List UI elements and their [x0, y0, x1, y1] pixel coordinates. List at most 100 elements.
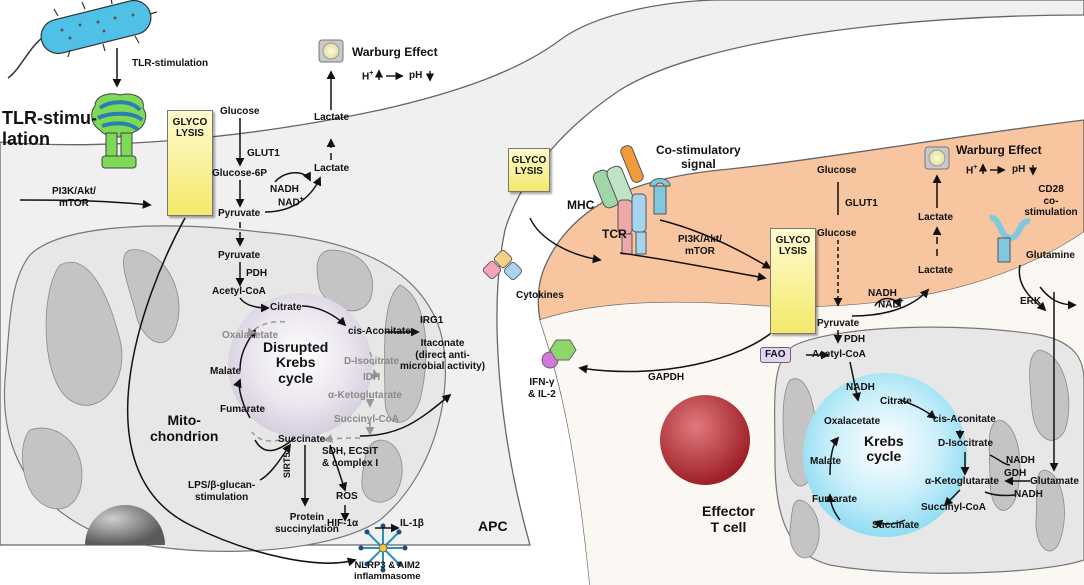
apc-ros-label: ROS	[336, 491, 358, 502]
tcell-pdh-label: PDH	[844, 334, 866, 345]
tcell-succinate-label: Succinate	[872, 520, 920, 531]
tlr-receptor-icon	[91, 93, 147, 169]
tcell-glut1-label: GLUT1	[845, 198, 878, 209]
tcell-nad-label: NAD+	[878, 298, 904, 311]
apc-glycolysis-label: GLYCO LYSIS	[172, 117, 208, 139]
tcell-acetyl-coa-label: Acetyl-CoA	[812, 349, 866, 360]
ifn-label: IFN-γ & IL-2	[528, 377, 556, 400]
tcell-arrows	[529, 174, 1077, 529]
tcell-ph-label: pH	[1012, 164, 1026, 175]
ifn-il2-icon	[541, 339, 577, 369]
inflammasome-icon	[358, 523, 408, 573]
tlr-stimulation-top-label: TLR-stimulation	[132, 58, 209, 69]
tcell-glycolysis-small-label: GLYCO LYSIS	[511, 155, 547, 177]
mhc-tcr-icon	[592, 165, 647, 255]
tcell-nad-sup: +	[899, 298, 904, 305]
apc-succinate-label: Succinate	[278, 434, 326, 445]
krebs-sphere	[803, 373, 967, 537]
apc-pi3k-text: PI3K/Akt/ mTOR	[52, 186, 96, 209]
apc-label: APC	[478, 518, 508, 534]
cytokines-label: Cytokines	[516, 290, 564, 301]
apc-lps-label: LPS/β-glucan- stimulation	[188, 480, 255, 503]
tcell-alpha-kg-label: α-Ketoglutarate	[925, 476, 999, 487]
tcell-glycolysis-main-box: GLYCO LYSIS	[770, 228, 816, 334]
tlr-stimulation-side-text: TLR-stimu- lation	[2, 108, 97, 149]
apc-h-plus-sup: +	[369, 70, 374, 77]
apc-fumarate-label: Fumarate	[220, 404, 266, 415]
tcell-nad-text: NAD	[878, 299, 900, 311]
disrupted-krebs-sphere	[228, 293, 372, 437]
apc-ph-label: pH	[409, 70, 423, 81]
mitochondrion-label: Mito- chondrion	[150, 412, 218, 444]
mitochondrion-text: Mito- chondrion	[150, 412, 219, 445]
tcell-oxalacetate-label: Oxalacetate	[824, 416, 881, 427]
apc-citrate-label: Citrate	[270, 302, 302, 313]
tcell-malate-label: Malate	[810, 456, 842, 467]
fao-badge: FAO	[760, 347, 791, 363]
apc-nad-sup: +	[299, 196, 304, 203]
costim-receptor-icon	[620, 145, 671, 215]
tcell-cis-aconitate-label: cis-Aconitate	[933, 414, 996, 425]
disrupted-krebs-label: Disrupted Krebs cycle	[263, 339, 328, 386]
apc-acetyl-coa-label: Acetyl-CoA	[212, 286, 266, 297]
apc-il1b-label: IL-1β	[400, 518, 424, 529]
apc-lps-text: LPS/β-glucan- stimulation	[188, 480, 256, 503]
costim-text: Co-stimulatory signal	[656, 143, 741, 171]
bacterium-icon	[7, 0, 158, 79]
tcell-nadh-cit-label: NADH	[846, 382, 875, 393]
apc-sdh-label: SDH, ECSIT & complex I	[322, 446, 378, 469]
tcell-pyruvate-label: Pyruvate	[817, 318, 860, 329]
tcell-citrate-label: Citrate	[880, 396, 912, 407]
apc-idh-label: IDH	[363, 372, 381, 383]
apc-pdh-label: PDH	[246, 268, 268, 279]
apc-protein-succ-label: Protein succinylation	[275, 512, 339, 535]
apc-disrupted-arrows	[246, 320, 381, 444]
apc-cristae	[22, 249, 427, 510]
apc-glycolysis-box: GLYCO LYSIS	[167, 110, 213, 216]
nlrp3-text: NLRP3 & AIM2 inflammasome	[354, 560, 421, 582]
warburg-dish-icon	[318, 39, 950, 170]
tcell-glucose-out-label: Glucose	[817, 165, 857, 176]
fao-label: FAO	[765, 349, 786, 360]
tcell-cristae	[782, 349, 1070, 559]
tcr-label: TCR	[602, 227, 627, 241]
tcell-h-plus-sup: +	[973, 164, 978, 171]
tcell-nadh-idh-label: NADH	[1006, 455, 1035, 466]
tcell-pi3k-text: PI3K/Akt/ mTOR	[678, 234, 722, 257]
apc-pi3k-label: PI3K/Akt/ mTOR	[52, 186, 96, 209]
ifn-text: IFN-γ & IL-2	[528, 377, 556, 400]
apc-itaconate-text: Itaconate (direct anti- microbial activi…	[400, 338, 486, 372]
tcell-gdh-label: GDH	[1004, 468, 1027, 479]
apc-oxalacetate-label: Oxalacetate	[222, 330, 279, 341]
tcell-cytoplasm	[537, 119, 1084, 321]
apc-cis-aconitate-label: cis-Aconitate	[348, 326, 411, 337]
tcell-lactate-low-label: Lactate	[918, 265, 954, 276]
tcell-outline	[539, 319, 591, 585]
apc-warburg-label: Warburg Effect	[352, 45, 438, 59]
apc-d-isocitrate-label: D-Isocitrate	[344, 356, 400, 367]
cd28-label: CD28 co-stimulation	[1018, 184, 1084, 219]
tcell-glucose-in-label: Glucose	[817, 228, 857, 239]
gapdh-label: GAPDH	[648, 372, 685, 383]
costim-label: Co-stimulatory signal	[656, 143, 741, 172]
apc-sdh-text: SDH, ECSIT & complex I	[322, 446, 379, 469]
apc-lactate-mid-label: Lactate	[314, 163, 350, 174]
apc-pyruvate-label: Pyruvate	[218, 208, 261, 219]
tcell-glycolysis-small-box: GLYCO LYSIS	[508, 148, 550, 192]
apc-arrows	[19, 48, 452, 567]
tcell-d-isocitrate-label: D-Isocitrate	[938, 438, 994, 449]
apc-hif-label: HIF-1α	[327, 518, 359, 529]
apc-glucose-label: Glucose	[220, 106, 260, 117]
tcell-h-plus-text: H	[966, 165, 974, 177]
ph-arrows	[374, 69, 1038, 176]
apc-pyruvate2-label: Pyruvate	[218, 250, 261, 261]
erk-label: ERK	[1020, 296, 1042, 307]
glutamine-label: Glutamine	[1026, 250, 1075, 261]
apc-glut1-label: GLUT1	[247, 148, 280, 159]
tcell-nucleus	[660, 395, 750, 485]
apc-nucleus	[85, 505, 165, 545]
effector-label: Effector T cell	[702, 503, 755, 535]
tcell-pi3k-label: PI3K/Akt/ mTOR	[678, 234, 722, 257]
nlrp3-label: NLRP3 & AIM2 inflammasome	[354, 560, 421, 583]
